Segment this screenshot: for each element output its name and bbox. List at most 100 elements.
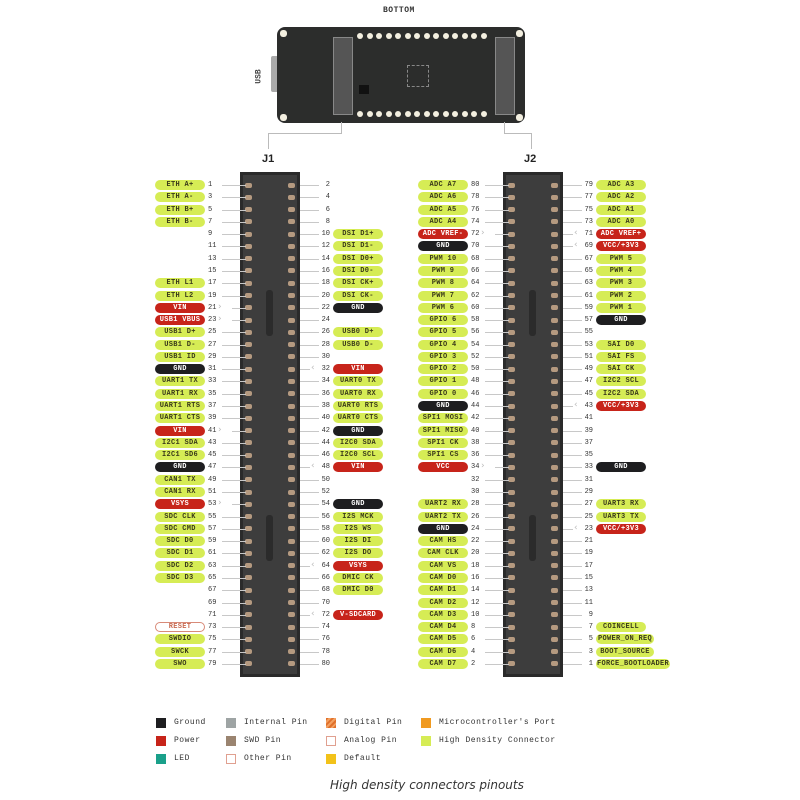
pin-pad	[288, 550, 295, 556]
pin-line	[485, 614, 509, 616]
pin-line	[300, 234, 319, 236]
pin-line	[563, 553, 582, 555]
pin-label: ADC A0	[596, 216, 646, 227]
board-title: BOTTOM	[383, 6, 415, 15]
j1-leader-line	[268, 133, 342, 149]
pin-pad	[245, 342, 252, 348]
pin-number: 77	[584, 193, 593, 202]
pin-pad	[551, 305, 558, 311]
pin-pad	[245, 280, 252, 286]
pin-label: VSYS	[155, 499, 205, 510]
pin-line	[485, 651, 509, 653]
pin-number: 68	[321, 586, 330, 595]
pin-line	[563, 185, 582, 186]
pin-number: 43	[584, 402, 593, 411]
pin-line	[563, 639, 582, 641]
legend-label: Default	[344, 754, 382, 763]
pin-number: 74	[471, 217, 480, 226]
pin-number: 13	[208, 254, 217, 263]
pin-pad	[288, 207, 295, 213]
pin-label: CAM D5	[418, 634, 468, 645]
pin-label: CAM D3	[418, 609, 468, 620]
pin-label: DMIC CK	[333, 572, 383, 583]
pin-label: GND	[333, 499, 383, 510]
pin-pad	[508, 342, 515, 348]
pin-line	[485, 504, 509, 506]
pin-line	[300, 541, 319, 543]
legend-label: Internal Pin	[244, 718, 308, 727]
pin-label: I2S MCK	[333, 511, 383, 522]
pin-number: 21	[584, 537, 593, 546]
pin-line	[563, 663, 582, 665]
pin-label: ADC A4	[418, 216, 468, 227]
pin-line	[232, 307, 246, 309]
pin-number: 26	[321, 328, 330, 337]
pin-line	[222, 492, 246, 493]
castellated-pad	[442, 111, 449, 117]
pin-label: I2S DI	[333, 536, 383, 547]
pin-number: 60	[471, 303, 480, 312]
pin-line	[563, 369, 582, 371]
pin-pad	[508, 194, 515, 200]
pin-number: 36	[471, 451, 480, 460]
pin-line	[300, 246, 319, 248]
pin-label: I2S DO	[333, 548, 383, 559]
pin-pad	[551, 256, 558, 262]
pin-number: 42	[321, 426, 330, 435]
pin-pad	[508, 378, 515, 384]
pin-label: GND	[418, 241, 468, 252]
pin-line	[485, 307, 509, 309]
legend-label: Analog Pin	[344, 736, 398, 745]
pin-number: 52	[321, 488, 330, 496]
pin-number: 54	[321, 500, 330, 509]
pin-label: ETH B-	[155, 216, 205, 227]
pin-line	[485, 246, 509, 248]
pin-line	[485, 528, 509, 530]
pin-number: 8	[471, 623, 476, 632]
pin-pad	[508, 268, 515, 274]
arrow-icon: ‹	[574, 522, 578, 533]
pin-pad	[508, 182, 515, 188]
pin-number: 32	[471, 475, 480, 484]
pin-label: SWDIO	[155, 634, 205, 645]
arrow-icon: ›	[218, 314, 222, 325]
pin-pad	[288, 624, 295, 630]
pin-number: 52	[471, 352, 480, 361]
pin-number: 38	[321, 402, 330, 411]
pin-label: CAM VS	[418, 560, 468, 571]
pin-line	[300, 492, 319, 493]
pin-line	[300, 639, 319, 641]
pin-line	[563, 541, 582, 543]
pin-pad	[551, 219, 558, 225]
pin-line	[222, 467, 246, 469]
pin-line	[563, 246, 573, 248]
pin-pad	[288, 243, 295, 249]
pin-label: CAM D1	[418, 585, 468, 596]
pin-line	[222, 418, 246, 420]
pin-pad	[551, 354, 558, 360]
pin-pad	[508, 636, 515, 642]
pin-line	[300, 406, 319, 408]
pin-label: CAN1 TX	[155, 474, 205, 485]
pin-line	[563, 234, 573, 236]
connector-key-slot	[529, 290, 536, 336]
castellated-pad	[404, 111, 411, 117]
pin-number: 33	[208, 377, 217, 386]
pin-number: 41	[208, 426, 217, 435]
pin-line	[485, 541, 509, 543]
pin-pad	[508, 661, 515, 667]
pin-pad	[245, 489, 252, 495]
pin-line	[300, 356, 319, 358]
pin-label: DSI CK-	[333, 290, 383, 301]
pin-label: I2C0 SCL	[333, 450, 383, 461]
pin-line	[485, 639, 509, 641]
pin-pad	[245, 612, 252, 618]
pin-number: 66	[321, 573, 330, 582]
pin-line	[232, 504, 246, 506]
pin-label: PWM 4	[596, 265, 646, 276]
castellated-pad	[461, 33, 468, 39]
pin-line	[222, 295, 246, 297]
pin-pad	[551, 501, 558, 507]
pin-label: SWO	[155, 658, 205, 669]
pin-pad	[508, 587, 515, 593]
